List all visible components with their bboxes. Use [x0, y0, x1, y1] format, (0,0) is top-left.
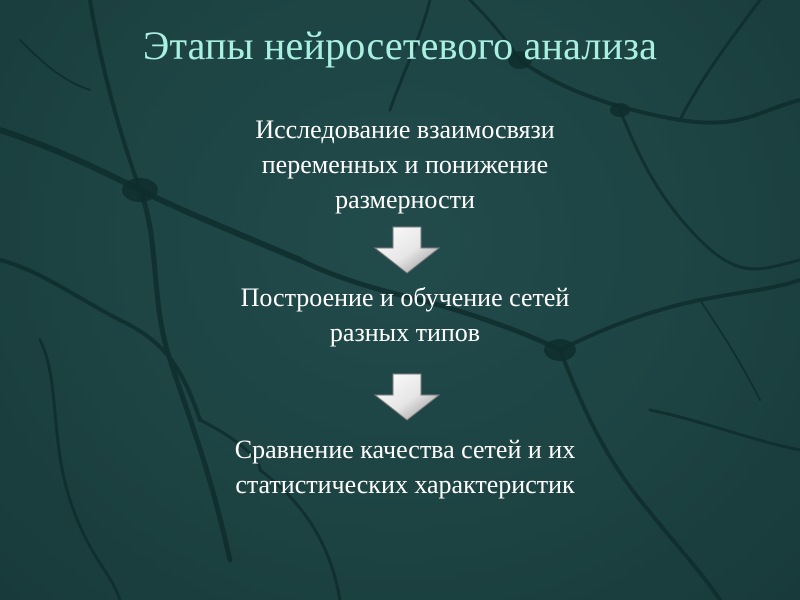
- down-arrow-icon: [373, 226, 441, 274]
- step-2-line-1: Построение и обучение сетей: [240, 283, 570, 312]
- step-3-line-1: Сравнение качества сетей и их: [234, 435, 576, 464]
- step-1-line-3: размерности: [335, 185, 475, 214]
- step-3-text: Сравнение качества сетей и их статистиче…: [150, 432, 660, 502]
- step-2-line-2: разных типов: [329, 318, 481, 347]
- step-1-text: Исследование взаимосвязи переменных и по…: [150, 112, 660, 217]
- step-2-text: Построение и обучение сетей разных типов: [150, 280, 660, 350]
- slide-title: Этапы нейросетевого анализа: [142, 23, 658, 68]
- step-3-line-2: статистических характеристик: [235, 470, 575, 499]
- step-1-line-1: Исследование взаимосвязи: [255, 115, 555, 144]
- step-1-line-2: переменных и понижение: [261, 150, 549, 179]
- down-arrow-icon: [373, 373, 441, 421]
